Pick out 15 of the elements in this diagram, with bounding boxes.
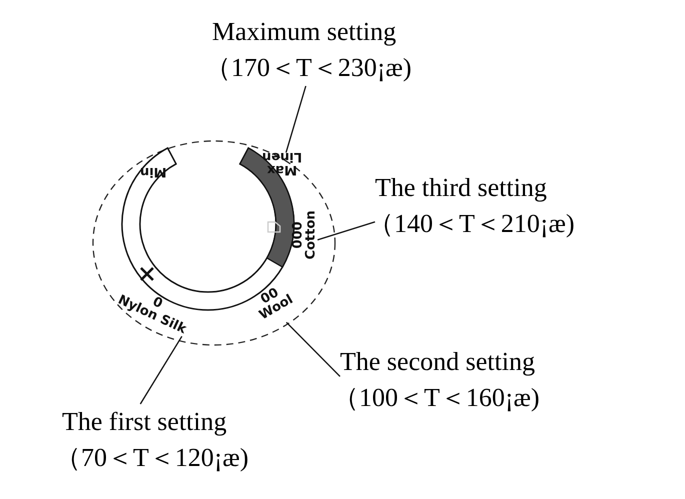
setting-name: The second setting bbox=[340, 346, 536, 378]
setting-name: Maximum setting bbox=[212, 16, 398, 48]
temperature-range: （140＜T＜210¡æ) bbox=[368, 208, 575, 240]
temperature-range: （70＜T＜120¡æ) bbox=[55, 442, 249, 474]
fabric-label: Linen bbox=[262, 150, 302, 163]
setting-name: The third setting bbox=[375, 172, 548, 204]
leader-line bbox=[286, 322, 340, 377]
leader-line bbox=[285, 86, 306, 153]
leader-line bbox=[317, 221, 376, 241]
temperature-range: （100＜T＜160¡æ) bbox=[333, 382, 540, 414]
temperature-range: （170＜T＜230¡æ) bbox=[205, 52, 412, 84]
leader-line bbox=[140, 336, 182, 404]
dot-mark: Max bbox=[266, 163, 298, 176]
setting-name: The first setting bbox=[62, 406, 228, 438]
fabric-label: Cotton bbox=[304, 210, 318, 260]
